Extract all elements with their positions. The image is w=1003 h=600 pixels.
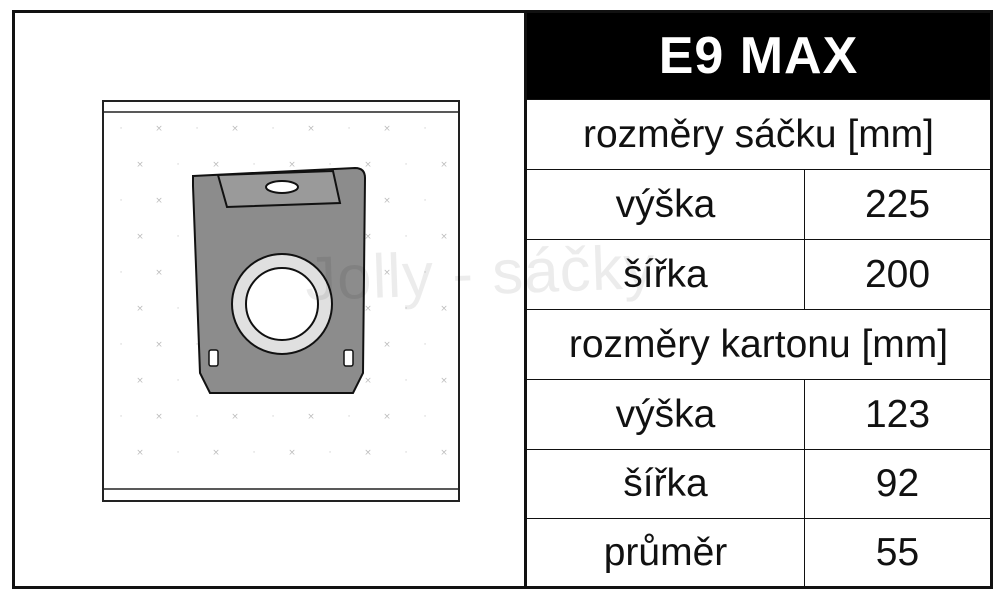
pattern-mark: · [177,376,180,386]
clip-slot-left [208,349,219,367]
pattern-mark: × [155,268,163,278]
pattern-mark: · [424,340,427,350]
pattern-mark: × [231,124,239,134]
pattern-mark: · [120,196,123,206]
table-row: šířka 200 [527,239,990,309]
pattern-mark: × [364,448,372,458]
row-label: průměr [527,519,805,586]
pattern-mark: × [440,448,448,458]
vacuum-bag-illustration: · × · × · × · × · × · × · × · × · × · × · × · × · × · × · × · × · × · × · × · ×… [102,100,460,502]
table-row: šířka 92 [527,449,990,518]
inlet-hole [245,267,319,341]
row-value: 92 [875,462,920,505]
pattern-mark: · [329,160,332,170]
pattern-mark: × [440,304,448,314]
pattern-mark: · [253,448,256,458]
pattern-mark: × [383,268,391,278]
pattern-mark: × [212,160,220,170]
bag-illustration-panel: · × · × · × · × · × · × · × · × · × · × · × · × · × · × · × · × · × · × · × · ×… [15,13,657,586]
pattern-mark: · [177,304,180,314]
pattern-mark: · [196,412,199,422]
pattern-mark: · [177,448,180,458]
pattern-mark: · [120,268,123,278]
pattern-mark: · [120,340,123,350]
pattern-mark: · [177,160,180,170]
row-label: šířka [527,240,805,309]
carton-dimensions-heading: rozměry kartonu [mm] [527,309,990,379]
model-title: E9 MAX [527,13,990,99]
pattern-mark: × [383,412,391,422]
pattern-mark: · [405,232,408,242]
table-row: průměr 55 [527,518,990,586]
pattern-mark: × [383,196,391,206]
pattern-mark: × [383,124,391,134]
pattern-mark: × [364,304,372,314]
table-row: výška 225 [527,169,990,239]
pattern-mark: · [424,124,427,134]
bag-dimensions-heading: rozměry sáčku [mm] [527,99,990,169]
pattern-mark: × [288,160,296,170]
pattern-mark: · [196,124,199,134]
pattern-mark: × [364,232,372,242]
pattern-mark: × [136,160,144,170]
row-label: šířka [527,450,805,518]
pattern-mark: × [307,412,315,422]
pattern-mark: × [440,376,448,386]
pattern-mark: · [405,376,408,386]
pattern-mark: · [424,196,427,206]
pattern-mark: × [136,448,144,458]
pattern-mark: × [383,340,391,350]
pattern-mark: · [424,268,427,278]
pattern-mark: × [212,448,220,458]
pattern-mark: · [329,448,332,458]
pattern-mark: · [405,448,408,458]
pattern-mark: · [272,412,275,422]
pattern-mark: · [120,412,123,422]
pattern-mark: · [405,160,408,170]
pattern-mark: × [440,232,448,242]
pattern-mark: × [136,232,144,242]
pattern-mark: · [272,124,275,134]
pattern-mark: · [253,160,256,170]
pattern-mark: · [348,412,351,422]
pattern-mark: × [155,124,163,134]
pattern-mark: × [364,160,372,170]
pattern-mark: × [364,376,372,386]
dimensions-table: E9 MAX rozměry sáčku [mm] výška 225 šířk… [527,13,990,586]
pattern-mark: × [155,340,163,350]
handle-slot [265,180,299,194]
row-value: 225 [864,182,931,226]
section-heading: rozměry sáčku [mm] [582,112,935,156]
row-value: 123 [864,392,931,436]
pattern-mark: × [288,448,296,458]
row-label: výška [527,380,805,449]
product-card: · × · × · × · × · × · × · × · × · × · × · × · × · × · × · × · × · × · × · × · ×… [12,10,993,589]
pattern-mark: × [136,304,144,314]
section-heading: rozměry kartonu [mm] [568,322,949,366]
pattern-mark: × [155,196,163,206]
pattern-mark: · [177,232,180,242]
pattern-mark: × [307,124,315,134]
pattern-mark: · [348,124,351,134]
pattern-mark: × [440,160,448,170]
pattern-mark: × [155,412,163,422]
pattern-mark: · [424,412,427,422]
pattern-mark: · [405,304,408,314]
row-value: 200 [864,252,931,296]
pattern-mark: · [196,340,199,350]
row-label: výška [527,170,805,239]
table-row: výška 123 [527,379,990,449]
clip-slot-right [343,349,354,367]
row-value: 55 [875,530,920,574]
pattern-mark: · [120,124,123,134]
pattern-mark: × [136,376,144,386]
pattern-mark: × [231,412,239,422]
